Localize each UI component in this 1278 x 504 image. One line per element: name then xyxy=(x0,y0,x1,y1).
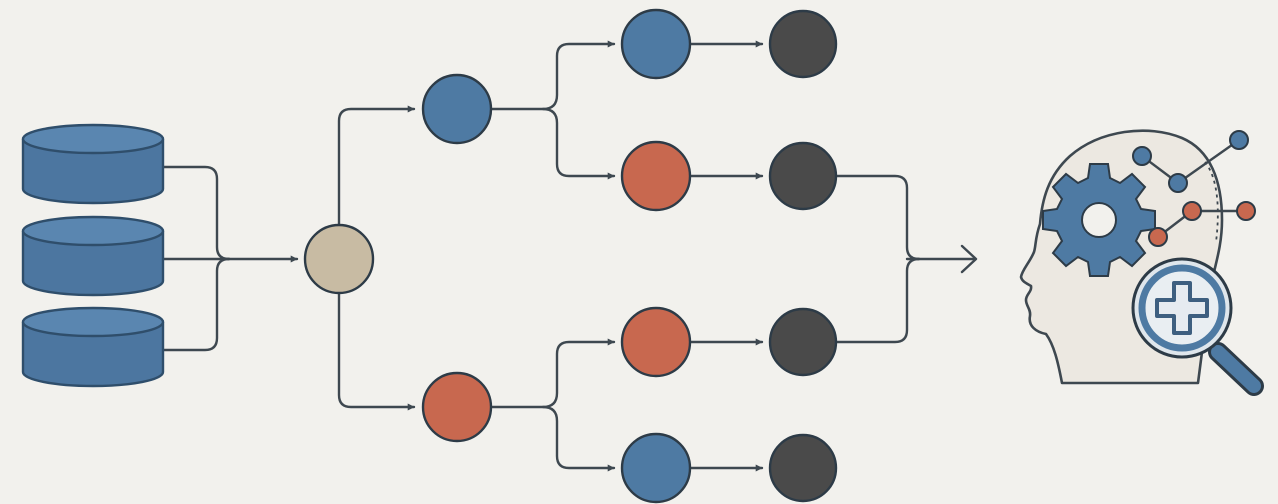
database-icon xyxy=(21,306,165,388)
database-group xyxy=(21,123,165,388)
nodes xyxy=(303,8,838,504)
terminal-node-4 xyxy=(768,433,838,503)
arrow-to-branch-top xyxy=(337,105,416,227)
leaf-node-3 xyxy=(620,306,692,378)
arrow-top-branch-lower xyxy=(541,107,616,180)
merge-node xyxy=(303,223,375,295)
leaf-node-1 xyxy=(620,8,692,80)
database-icon xyxy=(21,123,165,205)
connector-terminal-upper xyxy=(834,174,921,261)
magnifier-plus-icon xyxy=(1131,257,1264,396)
connector-db1 xyxy=(161,165,231,261)
branch-node-top xyxy=(421,73,493,145)
network-icon xyxy=(1132,130,1256,247)
database-icon xyxy=(21,215,165,297)
leaf-node-4 xyxy=(620,432,692,504)
connectors xyxy=(161,40,978,472)
arrow-top-branch-upper xyxy=(488,40,616,111)
leaf-node-2 xyxy=(620,140,692,212)
terminal-node-3 xyxy=(768,307,838,377)
terminal-node-1 xyxy=(768,9,838,79)
ai-head-icon xyxy=(1019,129,1264,396)
connector-terminal-lower xyxy=(834,257,921,344)
terminal-node-2 xyxy=(768,141,838,211)
arrow-bottom-branch-upper xyxy=(488,338,616,409)
connector-db3 xyxy=(161,257,231,352)
arrow-to-output-head xyxy=(960,244,978,274)
arrow-to-branch-bottom xyxy=(337,291,416,411)
branch-node-bottom xyxy=(421,371,493,443)
arrow-bottom-branch-lower xyxy=(541,405,616,472)
gear-icon xyxy=(1042,163,1156,277)
